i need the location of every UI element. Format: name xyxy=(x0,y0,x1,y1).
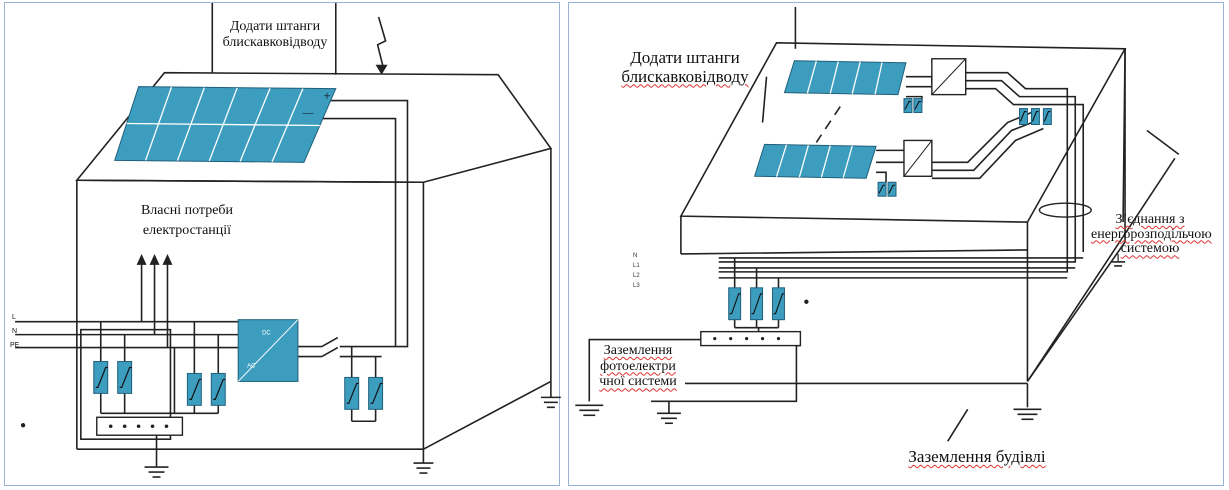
panel-minus-sign: — xyxy=(302,107,314,119)
right-phase-label-L2: L2 xyxy=(633,273,640,279)
own-needs-label: Власні потреби електростанції xyxy=(140,203,234,239)
grid-connection-label: З’єднання з енергорозподільчою системою xyxy=(1091,212,1212,257)
arrow-up-1 xyxy=(136,253,147,265)
right-ground-symbols xyxy=(575,261,1126,425)
right-phase-label-L1: L1 xyxy=(633,263,640,269)
dc-line-plus xyxy=(325,99,409,348)
dc-line-minus xyxy=(317,117,397,347)
eave-line xyxy=(76,179,424,184)
arrow-up-2 xyxy=(149,253,160,265)
phase-label-N: N xyxy=(12,328,18,335)
lightning-rods-label: Додати штанги блискавковідводу xyxy=(222,19,328,51)
connection-bundle-ellipse xyxy=(1038,202,1092,218)
arrow-up-3 xyxy=(162,253,173,265)
building-grounding-label: Заземлення будівлі xyxy=(908,447,1046,466)
solar-panel-grid xyxy=(126,86,320,163)
left-diagram-drawing: DC AC xyxy=(15,3,561,478)
solar-panel-bottom xyxy=(753,143,877,179)
right-diagram-drawing xyxy=(575,6,1180,442)
distribution-box xyxy=(80,328,172,440)
right-lightning-rods-label: Додати штанги блискавковідводу xyxy=(621,48,749,86)
left-diagram-panel: DC AC xyxy=(4,2,561,486)
surge-arresters-right xyxy=(728,98,1052,321)
ground-symbols xyxy=(144,396,561,478)
side-floor xyxy=(423,380,552,450)
lightning-bolt-icon xyxy=(376,16,387,69)
right-phase-label-N: N xyxy=(633,253,638,259)
inverter-dc-label: DC xyxy=(262,331,271,337)
solar-panel-top xyxy=(783,60,907,96)
panel-plus-sign: + xyxy=(323,88,331,103)
surge-arresters-left xyxy=(93,361,384,410)
phase-label-L: L xyxy=(12,314,16,321)
pv-grounding-label: Заземлення фотоелектри чної системи xyxy=(591,343,685,391)
right-phase-label-L3: L3 xyxy=(633,283,640,289)
right-diagram-panel: Додати штанги блискавковідводу З’єднання… xyxy=(568,2,1224,486)
phase-label-PE: PE xyxy=(10,342,20,349)
right-ground-terminal-bar xyxy=(700,330,802,347)
inverter-ac-label: AC xyxy=(247,363,256,369)
